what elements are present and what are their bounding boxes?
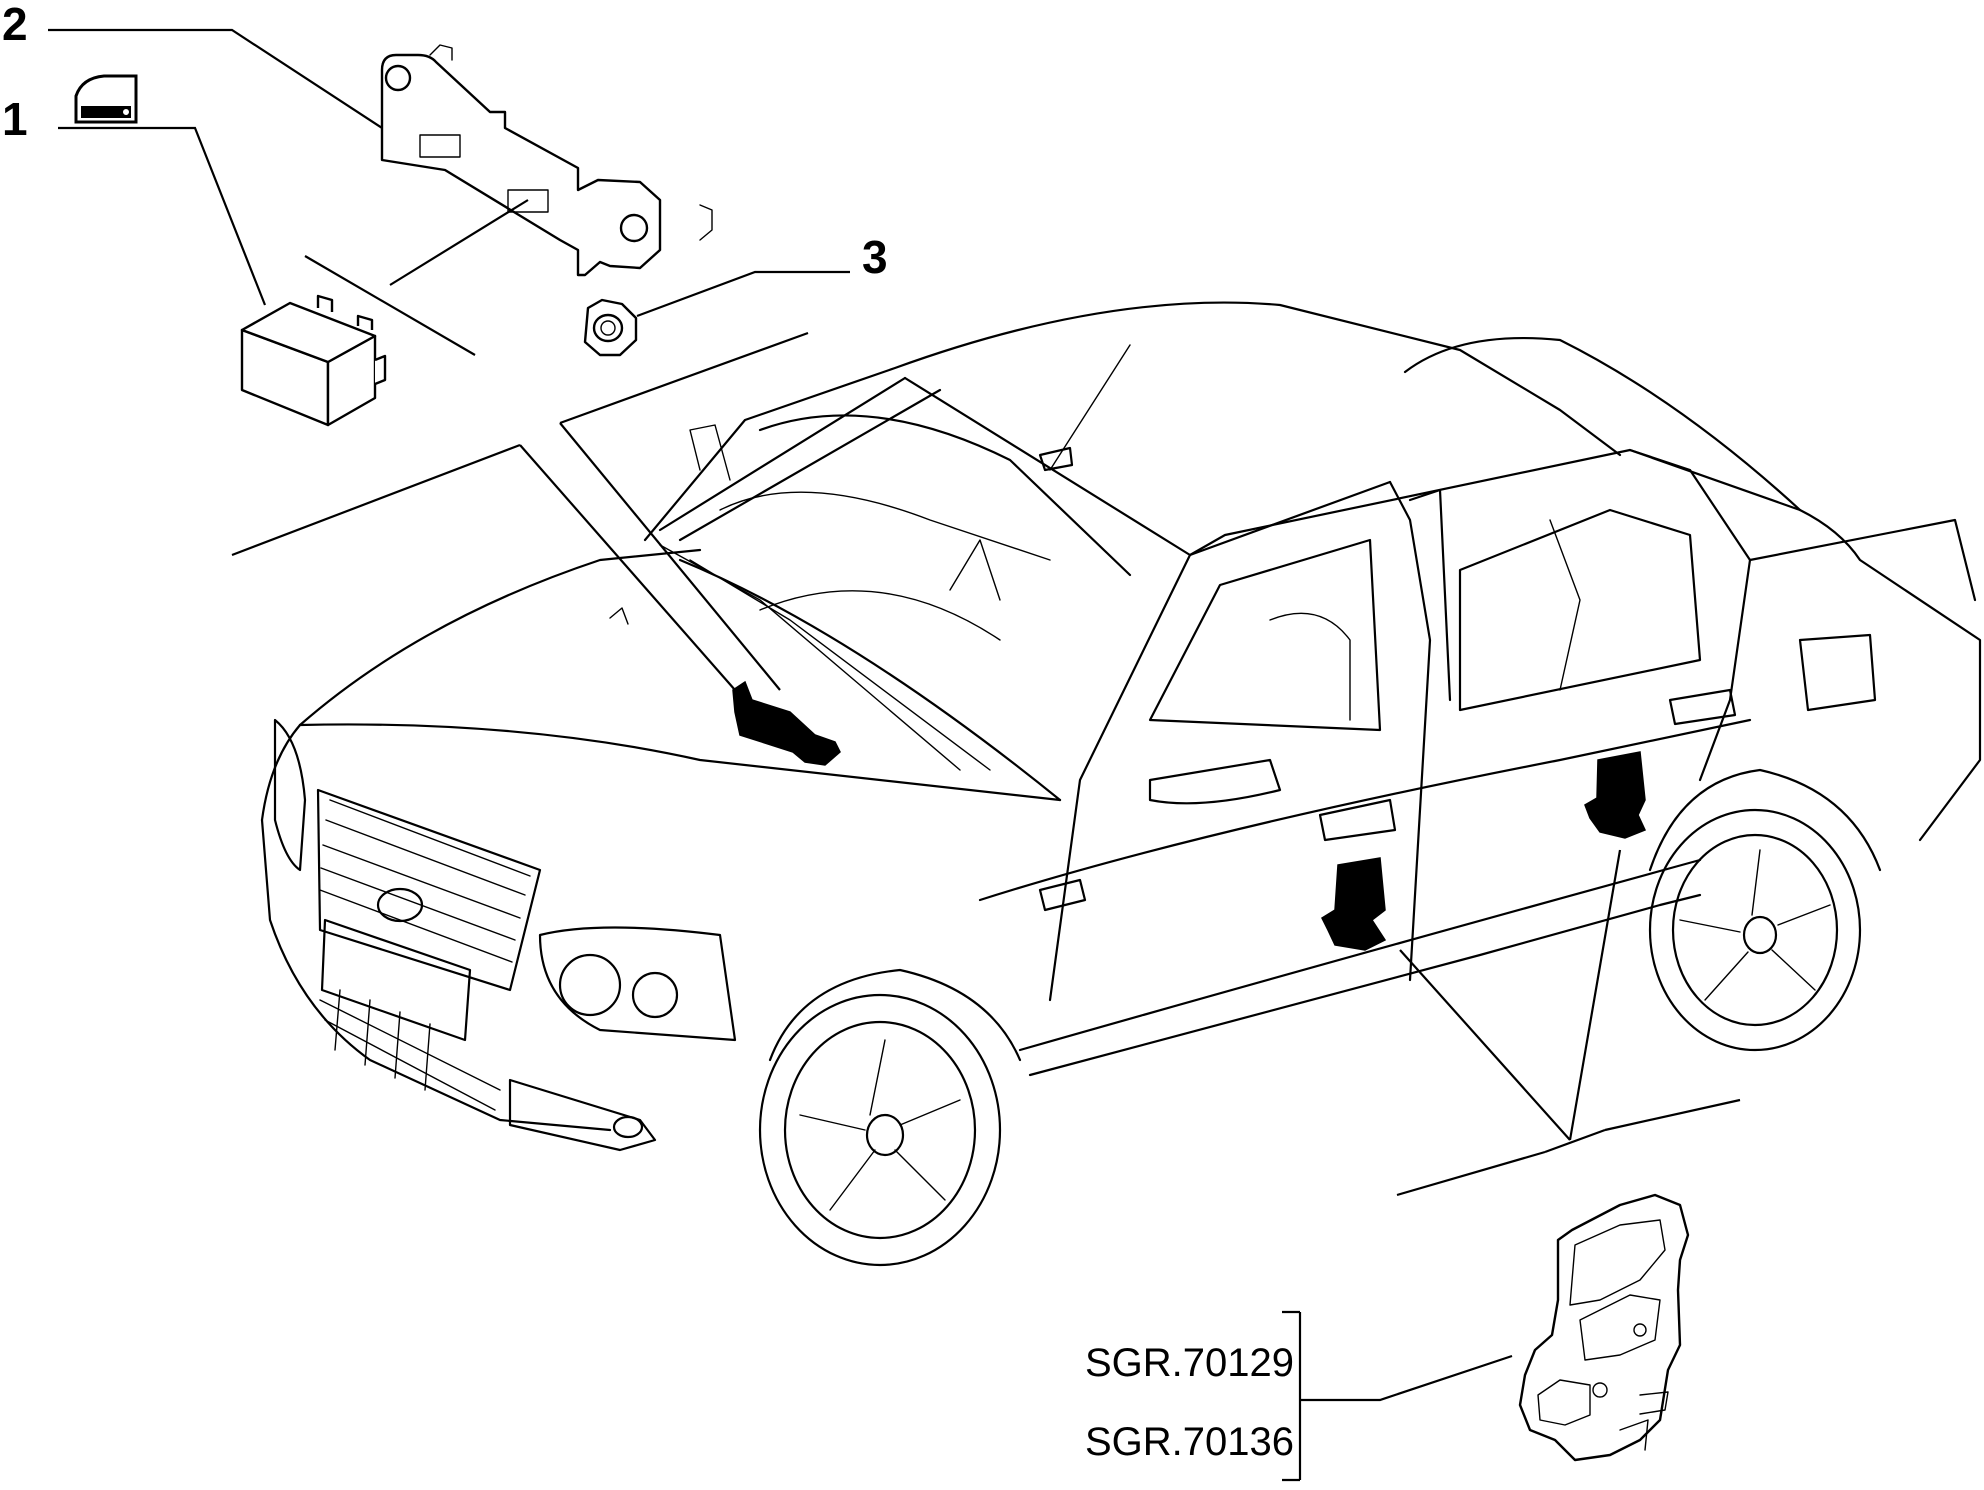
bracket-part bbox=[380, 44, 713, 277]
reference-leader bbox=[1300, 1354, 1513, 1402]
guide-line-lower-b bbox=[1604, 1098, 1741, 1132]
guide-line-upper bbox=[559, 331, 809, 425]
rear-door-lock-highlight bbox=[1584, 751, 1647, 839]
callout-2-label: 2 bbox=[2, 0, 28, 50]
bracket-to-relay-leader bbox=[389, 199, 529, 286]
car-illustration bbox=[260, 301, 1982, 1267]
reference-code-1: SGR.70129 bbox=[1085, 1341, 1294, 1385]
relay-guide-line-a bbox=[304, 255, 476, 356]
guide-to-door-lock-a bbox=[1399, 949, 1571, 1141]
guide-to-door-lock-b bbox=[1568, 849, 1622, 1141]
guide-to-hood-module-b bbox=[559, 422, 781, 691]
guide-line-lower-a bbox=[1396, 1150, 1546, 1197]
guide-line-lower-c bbox=[1544, 1128, 1606, 1154]
guide-line-left bbox=[231, 443, 521, 557]
callout-3-label: 3 bbox=[862, 231, 888, 283]
reference-code-2: SGR.70136 bbox=[1085, 1420, 1294, 1464]
nut-part bbox=[583, 298, 638, 357]
relay-part bbox=[240, 294, 387, 427]
door-lock-actuator-part bbox=[1518, 1193, 1690, 1462]
hood-module-highlight bbox=[732, 680, 841, 766]
callout-1-leader bbox=[58, 126, 267, 306]
door-lock-icon bbox=[74, 74, 138, 124]
callout-1-label: 1 bbox=[2, 93, 28, 145]
guide-to-hood-module-a bbox=[519, 444, 736, 691]
callout-2-leader bbox=[48, 28, 383, 129]
front-door-lock-highlight bbox=[1321, 857, 1387, 951]
callout-3-leader bbox=[636, 270, 850, 318]
